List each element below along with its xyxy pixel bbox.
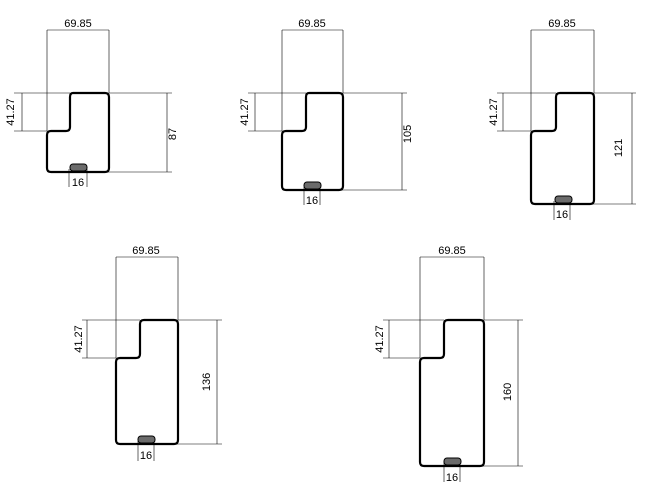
dimension-rebate-depth: 41.27 xyxy=(374,325,386,353)
dimension-top-width: 69.85 xyxy=(548,18,576,30)
dimension-top-width: 69.85 xyxy=(132,245,160,257)
dimension-height: 121 xyxy=(613,139,625,157)
profile-outline xyxy=(280,91,345,192)
dimension-top-width: 69.85 xyxy=(438,245,466,257)
dimension-height: 136 xyxy=(201,373,213,391)
profile-87: 69.85 41.27 87 16 xyxy=(5,18,179,189)
dimension-rebate-depth: 41.27 xyxy=(488,98,500,126)
dimension-top-width: 69.85 xyxy=(64,18,92,30)
dimension-top-width: 69.85 xyxy=(298,18,326,30)
dimension-line xyxy=(14,29,172,187)
drainage-slot xyxy=(303,181,322,190)
profile-outline xyxy=(114,318,180,446)
dimension-rebate-depth: 41.27 xyxy=(5,98,17,126)
dimension-height: 105 xyxy=(402,125,414,143)
profile-outline xyxy=(418,318,486,468)
dimension-line xyxy=(497,29,636,220)
dimension-height: 87 xyxy=(167,128,179,140)
profile-121: 69.85 41.27 121 16 xyxy=(488,18,636,221)
dimension-slot-width: 16 xyxy=(72,177,84,189)
profile-160: 69.85 41.27 160 16 xyxy=(374,245,523,484)
dimension-rebate-depth: 41.27 xyxy=(73,325,85,353)
dimension-slot-width: 16 xyxy=(140,450,152,462)
profile-outline xyxy=(45,91,111,174)
dimension-rebate-depth: 41.27 xyxy=(239,98,251,126)
profile-outline xyxy=(529,91,596,206)
profile-105: 69.85 41.27 105 16 xyxy=(239,18,414,207)
drainage-slot xyxy=(443,457,462,466)
dimension-slot-width: 16 xyxy=(556,209,568,221)
dimension-line xyxy=(82,256,222,461)
dimension-slot-width: 16 xyxy=(446,472,458,484)
drainage-slot xyxy=(137,435,156,444)
dimension-line xyxy=(383,256,523,482)
drainage-slot xyxy=(554,195,573,204)
dimension-slot-width: 16 xyxy=(306,195,318,207)
dimension-height: 160 xyxy=(502,383,514,401)
dimension-line xyxy=(248,29,407,205)
drainage-slot xyxy=(69,163,88,172)
profile-136: 69.85 41.27 136 16 xyxy=(73,245,222,462)
